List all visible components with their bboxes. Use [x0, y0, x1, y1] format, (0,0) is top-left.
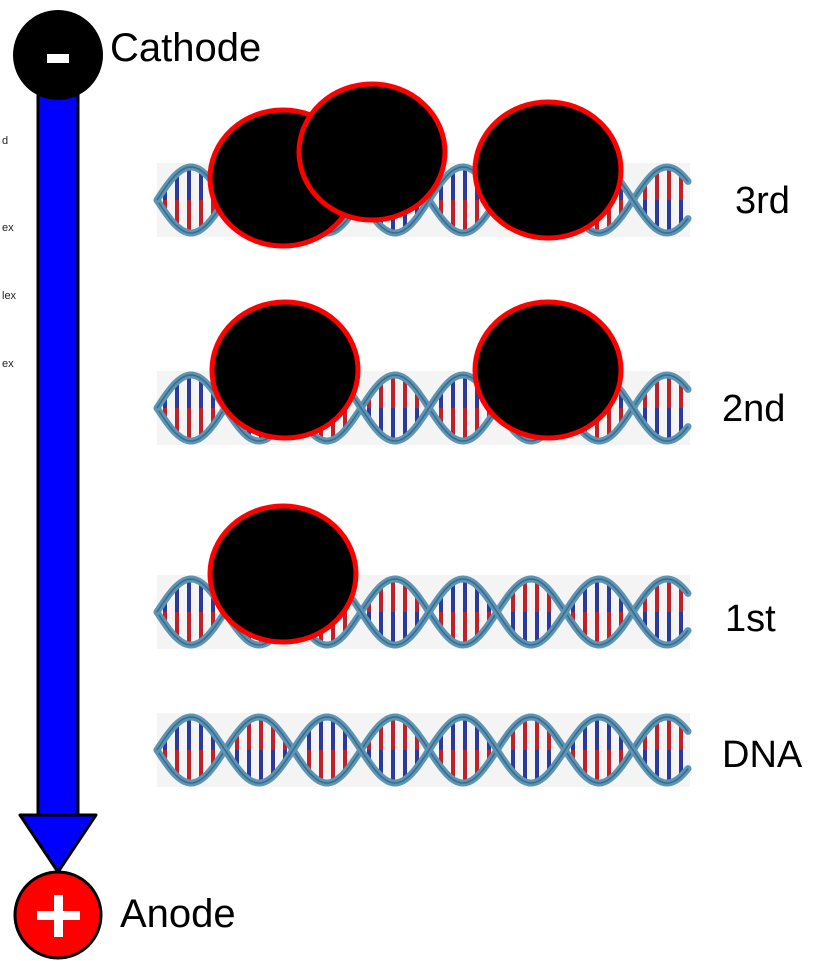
side-fragment: d — [2, 135, 9, 147]
cathode-label: Cathode — [110, 26, 262, 70]
bound-protein — [209, 299, 361, 441]
anode-label: Anode — [120, 892, 236, 936]
side-fragment: ex — [2, 222, 14, 234]
band-label-3rd: 3rd — [735, 180, 790, 222]
side-fragment: ex — [2, 358, 14, 370]
band-3rd — [153, 81, 692, 249]
band-dna — [153, 713, 692, 787]
band-label-1st: 1st — [725, 598, 776, 640]
band-label-dna: DNA — [722, 734, 803, 776]
band-label-2nd: 2nd — [722, 388, 786, 430]
band-1st — [153, 503, 692, 649]
anode-icon — [13, 870, 103, 960]
bound-protein — [207, 503, 359, 645]
bound-protein — [296, 81, 448, 223]
side-fragment: lex — [2, 290, 17, 302]
bound-protein — [472, 299, 624, 441]
bound-protein — [472, 99, 624, 241]
band-2nd — [153, 299, 692, 445]
migration-arrow — [18, 93, 98, 874]
cathode-icon — [13, 10, 103, 100]
